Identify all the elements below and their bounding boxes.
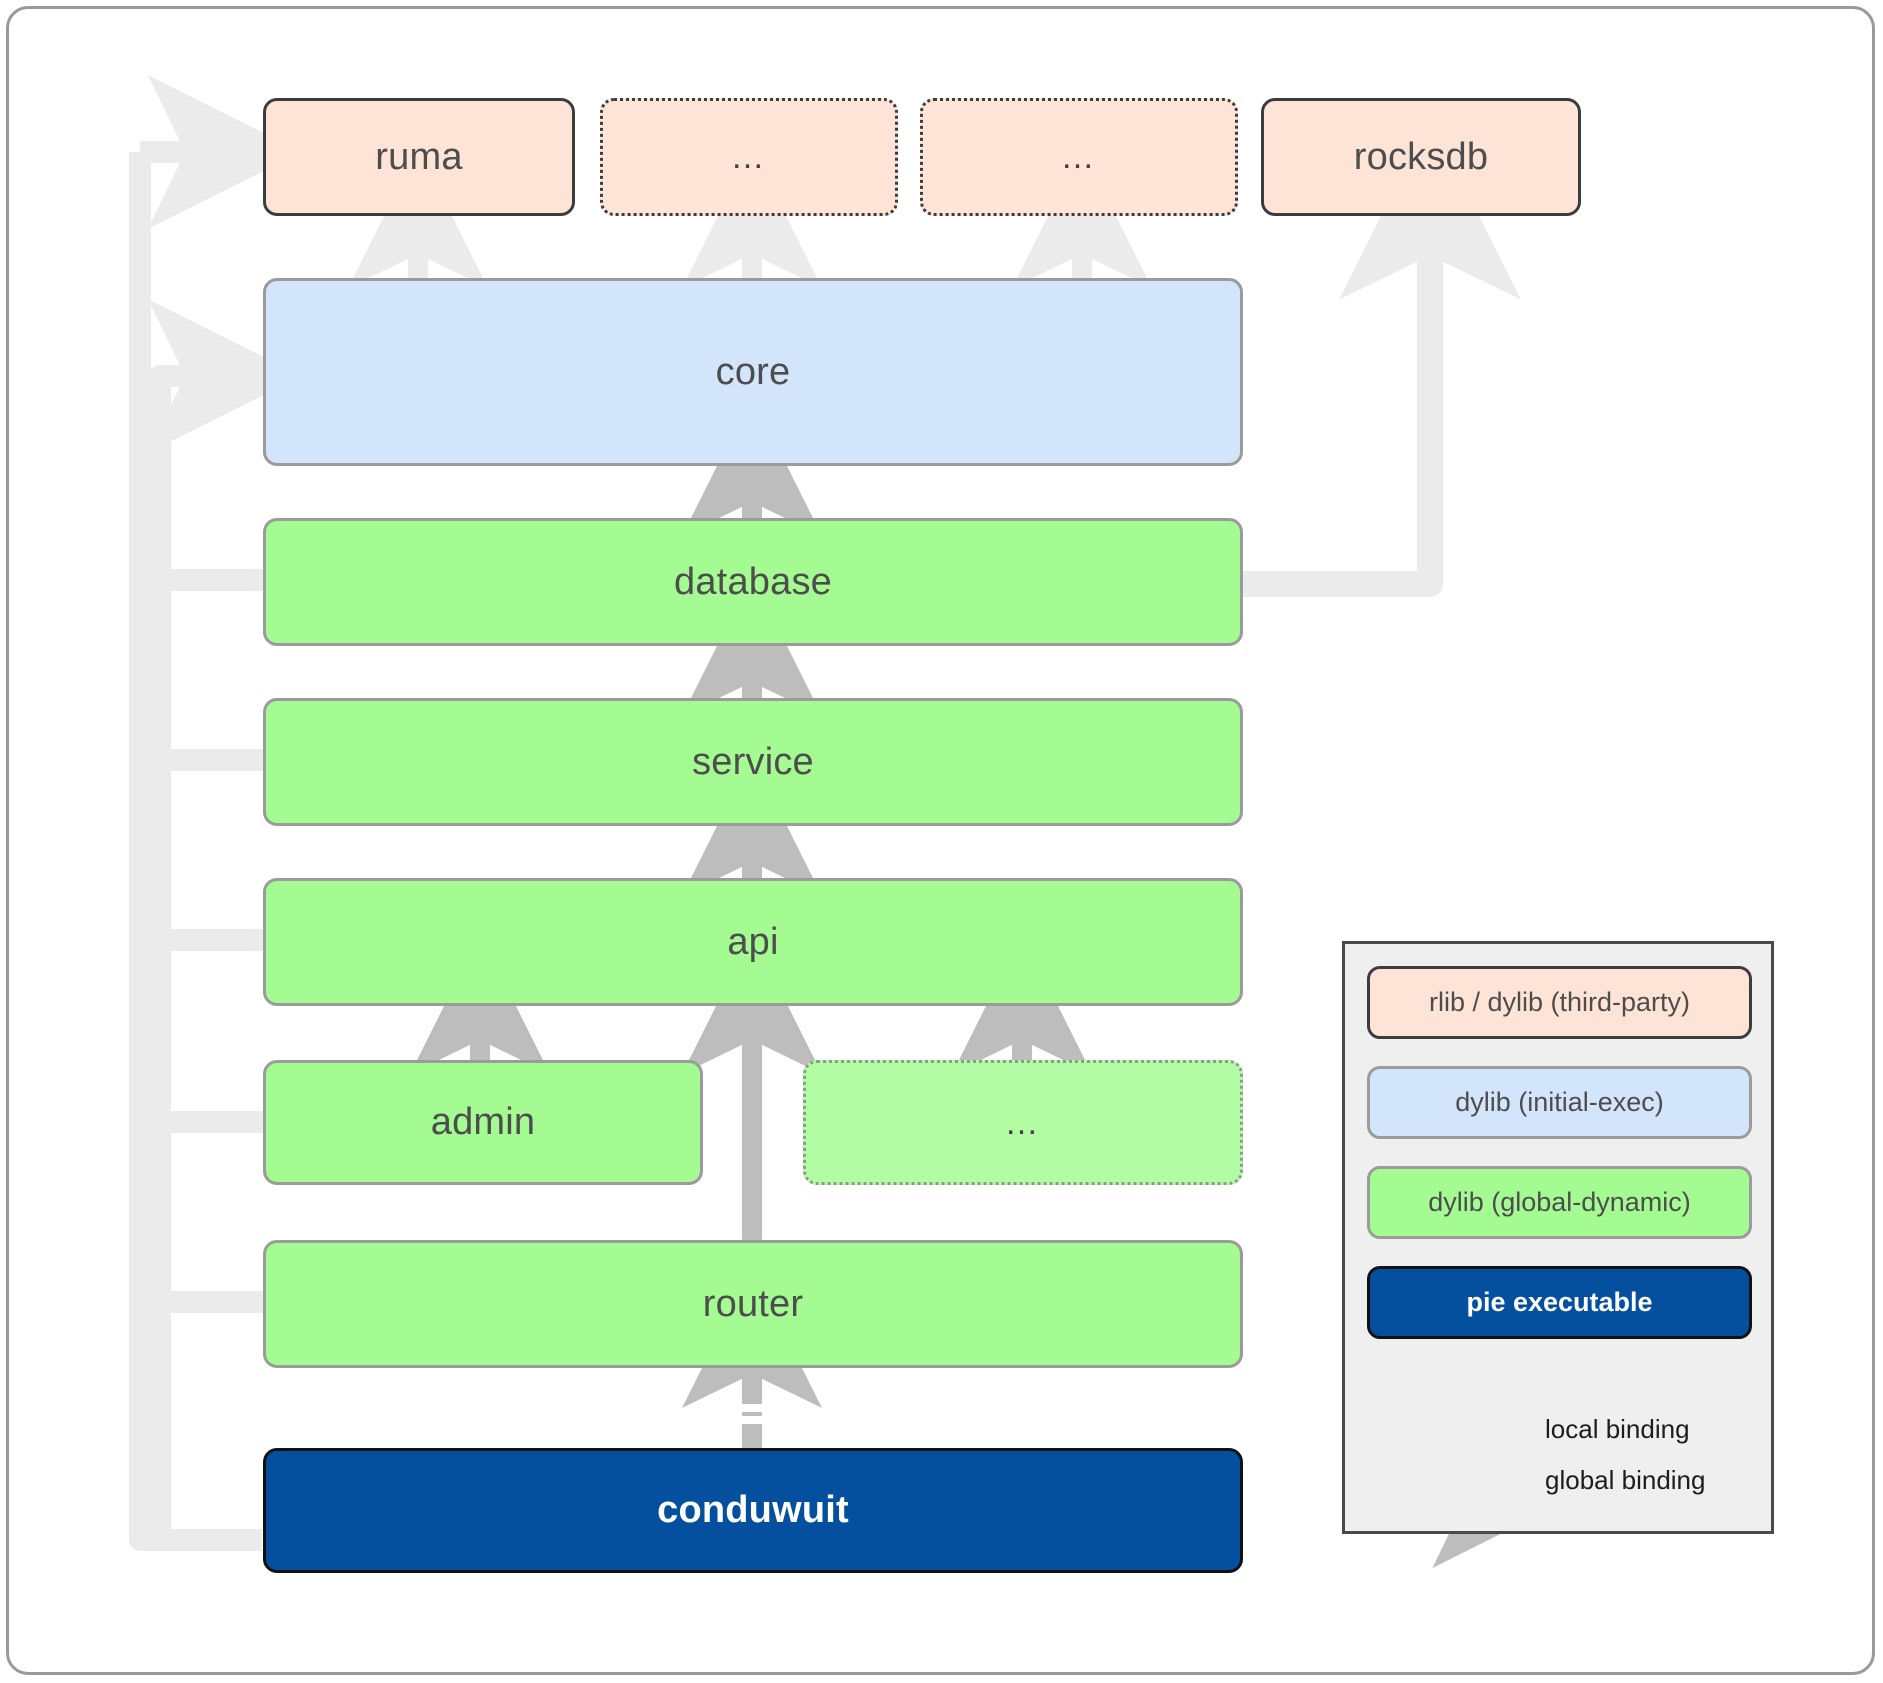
legend-label-global-dynamic: dylib (global-dynamic) [1428,1187,1691,1217]
legend-panel: rlib / dylib (third-party) dylib (initia… [1342,941,1774,1534]
node-label-ext2: … [1060,138,1098,176]
node-label-ext1: … [730,138,768,176]
legend-label-initial-exec: dylib (initial-exec) [1455,1087,1664,1117]
node-label-database: database [674,560,832,603]
node-ruma[interactable]: ruma [263,98,575,216]
node-label-conduwuit: conduwuit [657,1489,849,1531]
legend-swatch-pie-executable: pie executable [1367,1266,1752,1339]
legend-row-local-binding: local binding [1367,1401,1757,1457]
legend-label-local-binding: local binding [1545,1413,1690,1444]
node-rocksdb[interactable]: rocksdb [1261,98,1581,216]
node-core[interactable]: core [263,278,1243,466]
node-admin[interactable]: admin [263,1060,703,1185]
legend-global-arrow-slot [1367,1452,1527,1508]
node-label-router: router [702,1282,804,1325]
legend-label-third-party: rlib / dylib (third-party) [1428,987,1691,1017]
node-service[interactable]: service [263,698,1243,826]
node-label-api: api [727,920,779,963]
node-label-core: core [715,350,791,393]
legend-swatch-global-dynamic: dylib (global-dynamic) [1367,1166,1752,1239]
node-api[interactable]: api [263,878,1243,1006]
node-label-admin: admin [430,1101,536,1143]
node-conduwuit[interactable]: conduwuit [263,1448,1243,1573]
node-ext1[interactable]: … [600,98,898,216]
node-ext2[interactable]: … [920,98,1238,216]
node-more[interactable]: … [803,1060,1243,1185]
legend-row-global-binding: global binding [1367,1452,1757,1508]
node-database[interactable]: database [263,518,1243,646]
legend-label-global-binding: global binding [1545,1464,1706,1495]
legend-swatch-initial-exec: dylib (initial-exec) [1367,1066,1752,1139]
legend-swatch-third-party: rlib / dylib (third-party) [1367,966,1752,1039]
node-router[interactable]: router [263,1240,1243,1368]
node-label-service: service [692,740,814,783]
node-label-rocksdb: rocksdb [1353,135,1489,178]
legend-local-arrow-slot [1367,1401,1527,1457]
legend-label-pie-executable: pie executable [1466,1287,1653,1317]
node-label-ruma: ruma [375,135,463,178]
node-label-more: … [1004,1103,1042,1142]
